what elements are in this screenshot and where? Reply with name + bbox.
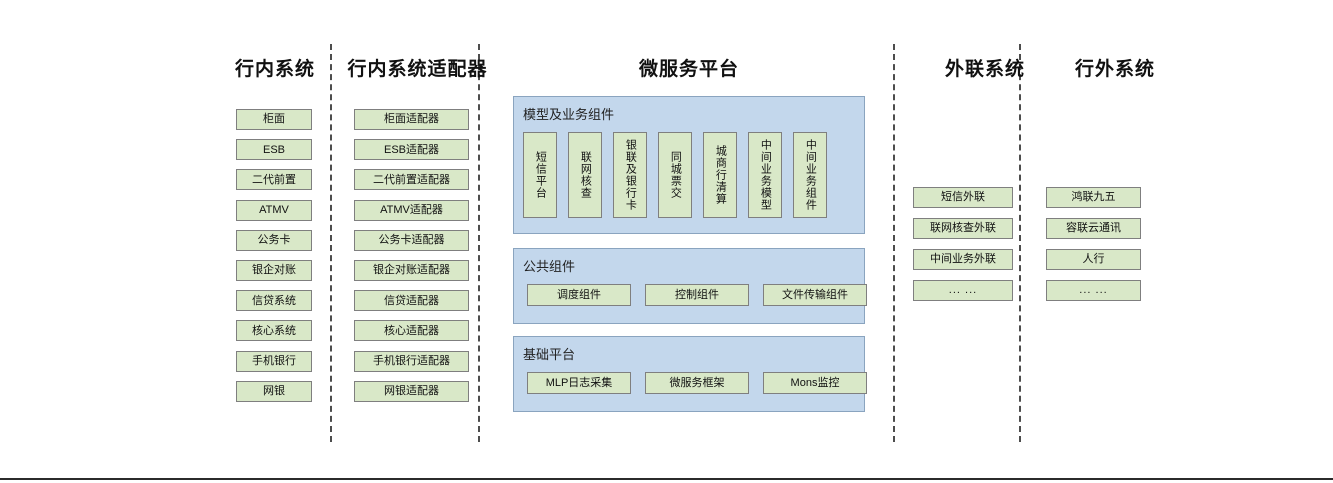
column-title-platform: 微服务平台	[638, 59, 739, 80]
node-internal-4[interactable]: ATMV	[236, 199, 312, 221]
node-internal-3[interactable]: 二代前置	[236, 169, 312, 191]
node-adapter-3[interactable]: 二代前置适配器	[354, 169, 469, 191]
bottom-rule	[0, 478, 1333, 480]
node-model-5[interactable]: 城商行清算	[703, 132, 737, 218]
node-outside-1[interactable]: 鸿联九五	[1046, 187, 1141, 208]
node-common-3[interactable]: 文件传输组件	[763, 284, 867, 306]
node-internal-1[interactable]: 柜面	[236, 109, 312, 130]
column-divider-4	[1019, 44, 1021, 442]
node-outside-2[interactable]: 容联云通讯	[1046, 218, 1141, 239]
node-adapter-4[interactable]: ATMV适配器	[354, 199, 469, 221]
column-title-outside: 行外系统	[1074, 59, 1155, 80]
node-internal-2[interactable]: ESB	[236, 139, 312, 161]
node-adapter-8[interactable]: 核心适配器	[354, 320, 469, 342]
column-title-external-link: 外联系统	[944, 59, 1025, 80]
node-internal-9[interactable]: 手机银行	[236, 350, 312, 372]
node-outside-3[interactable]: 人行	[1046, 249, 1141, 270]
node-internal-8[interactable]: 核心系统	[236, 320, 312, 342]
node-adapter-9[interactable]: 手机银行适配器	[354, 350, 469, 372]
node-model-7[interactable]: 中间业务组件	[793, 132, 827, 218]
node-adapter-6[interactable]: 银企对账适配器	[354, 260, 469, 281]
column-title-adapter: 行内系统适配器	[347, 59, 488, 80]
node-external-link-2[interactable]: 联网核查外联	[913, 218, 1013, 239]
column-divider-3	[893, 44, 895, 442]
node-base-2[interactable]: 微服务框架	[645, 372, 749, 394]
node-adapter-5[interactable]: 公务卡适配器	[354, 229, 469, 251]
node-external-link-3[interactable]: 中间业务外联	[913, 249, 1013, 270]
node-model-1[interactable]: 短信平台	[523, 132, 557, 218]
node-common-1[interactable]: 调度组件	[527, 284, 631, 306]
column-divider-1	[330, 44, 332, 442]
node-internal-10[interactable]: 网银	[236, 380, 312, 402]
node-internal-5[interactable]: 公务卡	[236, 229, 312, 251]
node-external-link-1[interactable]: 短信外联	[913, 187, 1013, 208]
node-base-3[interactable]: Mons监控	[763, 372, 867, 394]
node-adapter-7[interactable]: 信贷适配器	[354, 290, 469, 312]
node-adapter-10[interactable]: 网银适配器	[354, 380, 469, 402]
node-model-3[interactable]: 银联及银行卡	[613, 132, 647, 218]
node-model-6[interactable]: 中间业务模型	[748, 132, 782, 218]
node-common-2[interactable]: 控制组件	[645, 284, 749, 306]
node-base-1[interactable]: MLP日志采集	[527, 372, 631, 394]
node-model-2[interactable]: 联网核查	[568, 132, 602, 218]
node-adapter-2[interactable]: ESB适配器	[354, 139, 469, 161]
panel-title-2: 公共组件	[523, 259, 576, 274]
panel-title-1: 模型及业务组件	[523, 107, 615, 122]
node-internal-6[interactable]: 银企对账	[236, 260, 312, 281]
node-model-4[interactable]: 同城票交	[658, 132, 692, 218]
node-adapter-1[interactable]: 柜面适配器	[354, 109, 469, 130]
panel-title-3: 基础平台	[523, 347, 576, 362]
node-internal-7[interactable]: 信贷系统	[236, 290, 312, 312]
node-outside-4[interactable]: ... ...	[1046, 280, 1141, 301]
node-external-link-4[interactable]: ... ...	[913, 280, 1013, 301]
column-title-internal: 行内系统	[234, 59, 315, 80]
column-divider-2	[478, 44, 480, 442]
